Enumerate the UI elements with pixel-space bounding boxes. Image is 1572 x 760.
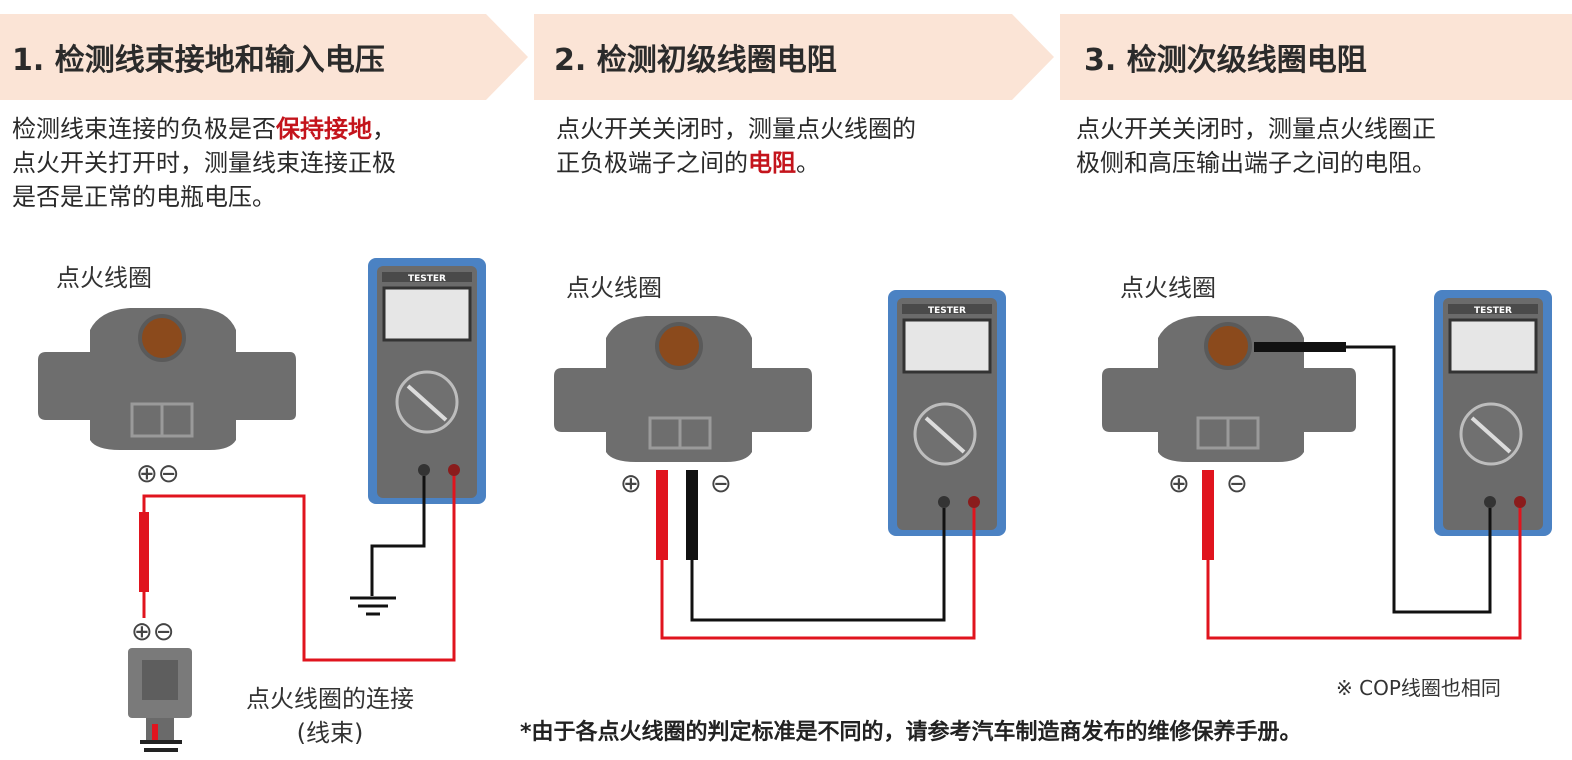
- desc-line: 点火开关打开时，测量线束连接正极: [12, 149, 396, 177]
- plus-minus-symbols-1: ⊕⊖: [136, 459, 180, 489]
- step-2-title: 2. 检测初级线圈电阻: [554, 43, 837, 78]
- multimeter-2: TESTER: [888, 290, 1006, 536]
- step-3-title: 3. 检测次级线圈电阻: [1084, 43, 1367, 78]
- step-1-title: 1. 检测线束接地和输入电压: [12, 43, 385, 78]
- coil-label-1: 点火线圈: [56, 264, 152, 292]
- tester-label-3: TESTER: [1474, 306, 1512, 316]
- ground-symbol: [350, 596, 396, 616]
- desc-line: 极侧和高压输出端子之间的电阻。: [1076, 149, 1436, 177]
- coil-label-3: 点火线圈: [1120, 274, 1216, 302]
- highlight-text: 电阻: [748, 149, 796, 177]
- step-1-description: 检测线束连接的负极是否保持接地， 点火开关打开时，测量线束连接正极 是否是正常的…: [12, 112, 396, 214]
- desc-line: 点火开关关闭时，测量点火线圈的: [556, 115, 916, 143]
- multimeter-1: TESTER: [368, 258, 486, 504]
- ignition-coil-1: [38, 308, 296, 450]
- step-1-header: 1. 检测线束接地和输入电压: [0, 14, 528, 100]
- harness-connector: [128, 502, 192, 752]
- minus-symbol-3: ⊖: [1226, 469, 1248, 499]
- desc-line: 点火开关关闭时，测量点火线圈正: [1076, 115, 1436, 143]
- plus-minus-symbols-connector: ⊕⊖: [131, 617, 175, 647]
- minus-symbol-2: ⊖: [710, 469, 732, 499]
- harness-connection-label: 点火线圈的连接 (线束): [246, 685, 414, 747]
- step-2-header: 2. 检测初级线圈电阻: [534, 14, 1054, 100]
- ignition-coil-3: [1102, 316, 1356, 462]
- step-3-description: 点火开关关闭时，测量点火线圈正 极侧和高压输出端子之间的电阻。: [1076, 112, 1436, 180]
- plus-symbol-2: ⊕: [620, 469, 642, 499]
- tester-label-2: TESTER: [928, 306, 966, 316]
- step-2-description: 点火开关关闭时，测量点火线圈的 正负极端子之间的电阻。: [556, 112, 916, 180]
- cop-note: ※ COP线圈也相同: [1336, 676, 1501, 700]
- ignition-coil-2: [554, 316, 812, 462]
- step-3-header: 3. 检测次级线圈电阻: [1060, 14, 1572, 100]
- desc-line: 检测线束连接的负极是否保持接地，: [12, 115, 396, 143]
- plus-symbol-3: ⊕: [1168, 469, 1190, 499]
- desc-line: 是否是正常的电瓶电压。: [12, 183, 276, 211]
- desc-line: 正负极端子之间的电阻。: [556, 149, 820, 177]
- footnote: *由于各点火线圈的判定标准是不同的，请参考汽车制造商发布的维修保养手册。: [520, 720, 1302, 745]
- multimeter-3: TESTER: [1434, 290, 1552, 536]
- highlight-text: 保持接地: [276, 115, 372, 143]
- coil-label-2: 点火线圈: [566, 274, 662, 302]
- tester-label-1: TESTER: [408, 274, 446, 284]
